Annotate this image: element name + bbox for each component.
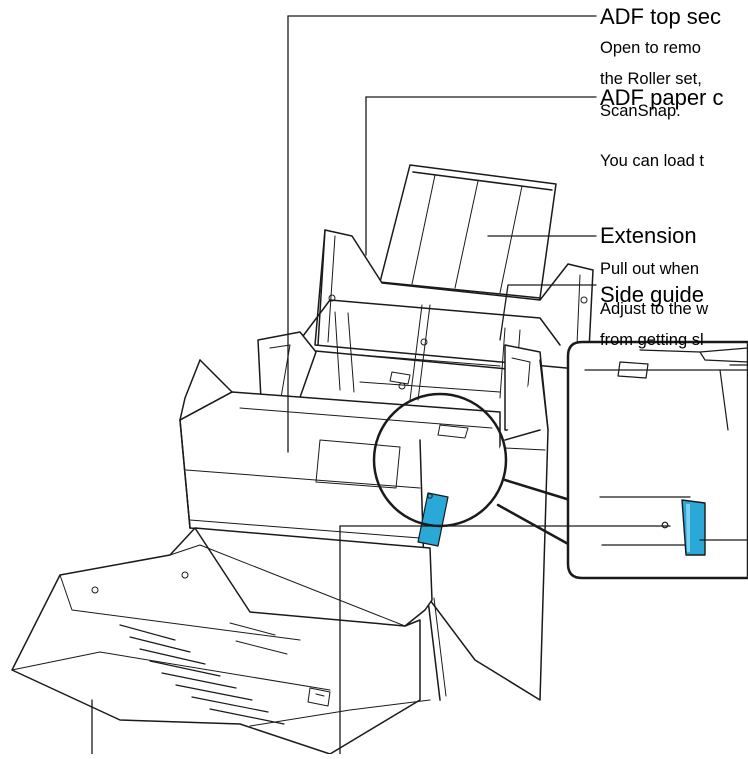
callout-desc-adf-top-section-2: the Roller set, <box>600 70 702 88</box>
callout-desc-extension-1: Pull out when <box>600 260 700 278</box>
callout-title-extension: Extension <box>600 223 697 248</box>
scan-button-zoom <box>681 499 706 556</box>
callout-desc-adf-paper-chute-1: You can load t <box>600 152 704 170</box>
extension <box>375 164 557 309</box>
callout-desc-adf-top-section-3: ScanSnap. <box>600 102 681 120</box>
callout-desc-side-guide-2: from getting sl <box>600 331 704 349</box>
callout-title-adf-top-section: ADF top sec <box>600 4 722 29</box>
scanner-right-side <box>427 359 549 701</box>
callout-lines <box>91 15 748 755</box>
callout-desc-side-guide-1: Adjust to the w <box>600 300 709 318</box>
stacker <box>11 527 433 755</box>
callout-desc-adf-top-section-1: Open to remo <box>600 39 701 57</box>
paper-feed-area <box>299 299 561 401</box>
callout-title-adf-paper-chute: ADF paper c <box>600 85 724 110</box>
zoom-inset <box>566 340 748 580</box>
callout-title-side-guide: Side guide <box>600 282 704 307</box>
